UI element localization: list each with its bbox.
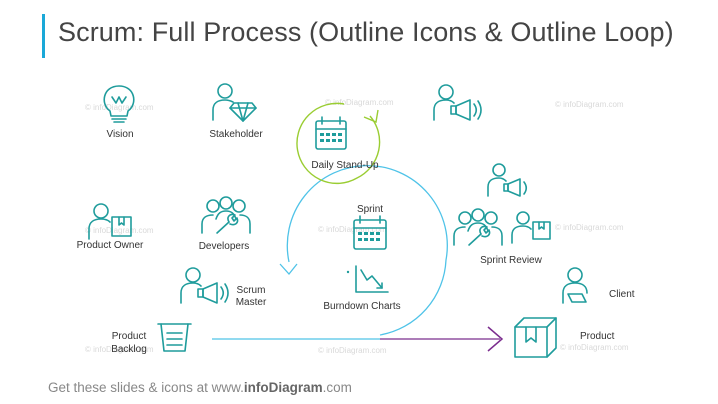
client-icon [562,267,588,304]
watermark: © infoDiagram.com [85,103,154,112]
sprint-calendar-grid [358,232,380,241]
sprint-loop-circle [286,164,448,336]
stakeholder-label: Stakeholder [209,129,263,140]
product-backlog-label-line1: Product [112,331,147,342]
vision-label: Vision [106,129,133,140]
watermark: © infoDiagram.com [560,343,629,352]
burndown-label: Burndown Charts [323,301,400,312]
developers-icon [201,196,251,234]
developers-label: Developers [199,241,250,252]
watermark: © infoDiagram.com [85,345,154,354]
footer-suffix: .com [322,380,352,395]
slide-title: Scrum: Full Process (Outline Icons & Out… [58,17,674,47]
daily-standup-label: Daily Stand-Up [311,160,379,171]
daily-loop-arrowhead [363,109,379,123]
sprint-review-owner-icon [511,211,551,244]
watermark: © infoDiagram.com [555,100,624,109]
stakeholder-icon [212,83,257,122]
watermark: © infoDiagram.com [555,223,624,232]
watermark: © infoDiagram.com [325,98,394,107]
sprint-review-team-icon [453,208,503,246]
footer-prefix: Get these slides & icons at www. [48,380,244,395]
sprint-label: Sprint [357,204,383,215]
scrum-master-icon [180,267,229,304]
product-label: Product [580,331,615,342]
product-box-icon [514,317,557,358]
footer-brand[interactable]: infoDiagram [243,380,323,395]
watermark: © infoDiagram.com [85,226,154,235]
calendar-grid [320,133,342,142]
burndown-chart-icon [355,265,389,293]
product-owner-icon [88,203,132,240]
sprint-review-label: Sprint Review [480,255,542,266]
megaphone-person-icon [433,84,482,121]
footer: Get these slides & icons at www.infoDiag… [48,380,352,395]
watermarks: © infoDiagram.com © infoDiagram.com © in… [85,98,629,355]
basket-icon [157,323,192,352]
calendar-icon [315,116,347,150]
burndown-dot [346,270,350,274]
daily-loop-circle [296,102,381,185]
product-owner-label: Product Owner [77,240,144,251]
flow-arrowhead [487,326,504,352]
client-label: Client [609,289,635,300]
sprint-review-megaphone-icon [487,163,528,197]
lightbulb-icon [103,85,135,123]
sprint-loop-arrowhead [279,263,298,276]
watermark: © infoDiagram.com [318,346,387,355]
sprint-calendar-icon [353,215,387,250]
title-accent-bar [42,14,45,58]
product-backlog-label-line2: Backlog [111,344,147,355]
scrum-master-label-line2: Master [236,297,267,308]
scrum-master-label-line1: Scrum [237,285,266,296]
watermark: © infoDiagram.com [318,225,387,234]
